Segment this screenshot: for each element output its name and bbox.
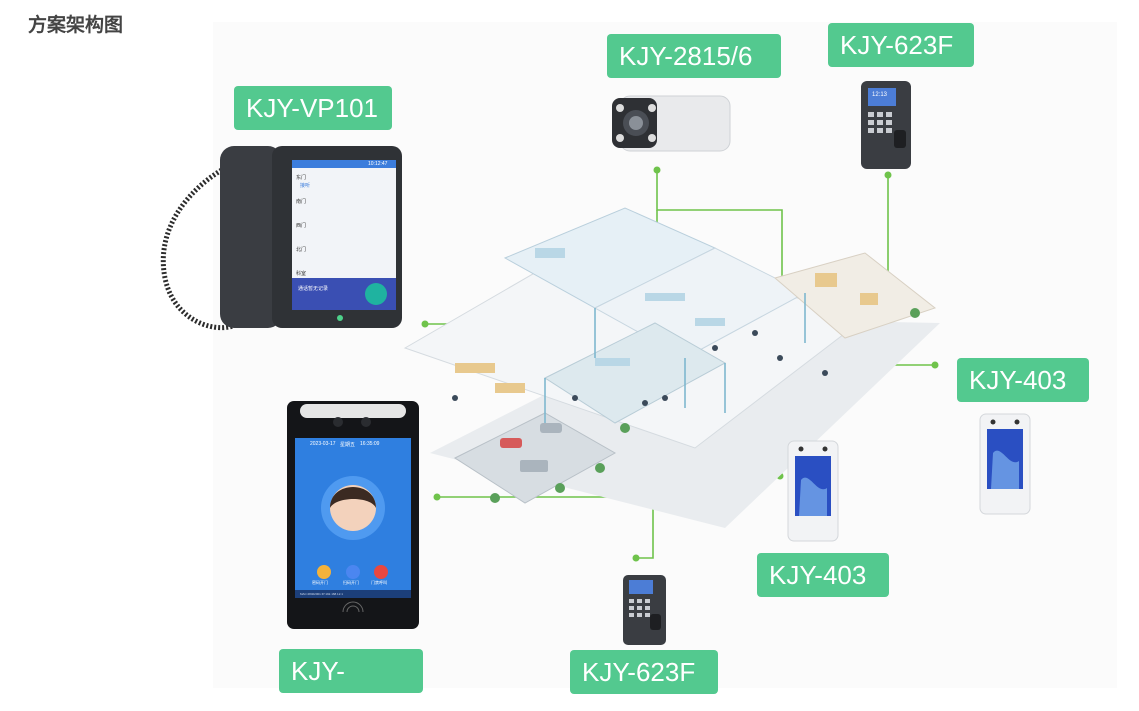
face-button-call: 门禁呼叫 [371,580,387,585]
bullet-camera-device [612,95,731,152]
fingerprint-reader-device [623,575,666,645]
label-phone: KJY-VP101 [234,86,392,130]
face-status-bar: MAC:28402001 IP:192.168.12.1 [300,592,343,596]
reader-screen-time: 12:13 [872,92,888,98]
label-reader-top: KJY-623F [828,23,974,67]
phone-row: 北门 [296,247,307,253]
phone-row: 东门 [296,175,307,181]
face-time: 16:35:09 [360,441,380,447]
phone-row: 科室 [296,271,307,277]
face-date: 2023-03-17 [310,441,336,447]
video-phone-device [160,146,402,331]
phone-screen-footer: 通话暂无记录 [298,286,329,292]
label-reader-bottom: KJY-623F [570,650,718,694]
page-title: 方案架构图 [28,14,124,36]
face-weekday: 星期五 [340,442,356,448]
face-button-qr: 扫码开门 [343,580,359,585]
phone-screen-rows: 东门 南门 西门 北门 科室 [296,174,390,294]
phone-screen-time: 10:12:47 [368,161,388,167]
phone-screen-status: 接听 [300,183,311,189]
face-button-password: 密码开门 [312,580,328,585]
phone-row: 南门 [296,199,307,205]
label-camera: KJY-2815/6 [607,34,781,78]
phone-row: 西门 [296,223,307,229]
face-terminal-device [287,401,419,629]
access-terminal-device [979,413,1031,515]
label-face-terminal: KJY- [279,649,423,693]
fingerprint-reader-device [861,81,911,169]
building-floor-plan [403,207,940,528]
label-terminal-right: KJY-403 [957,358,1089,402]
label-terminal-mid: KJY-403 [757,553,889,597]
access-terminal-device [787,440,839,542]
